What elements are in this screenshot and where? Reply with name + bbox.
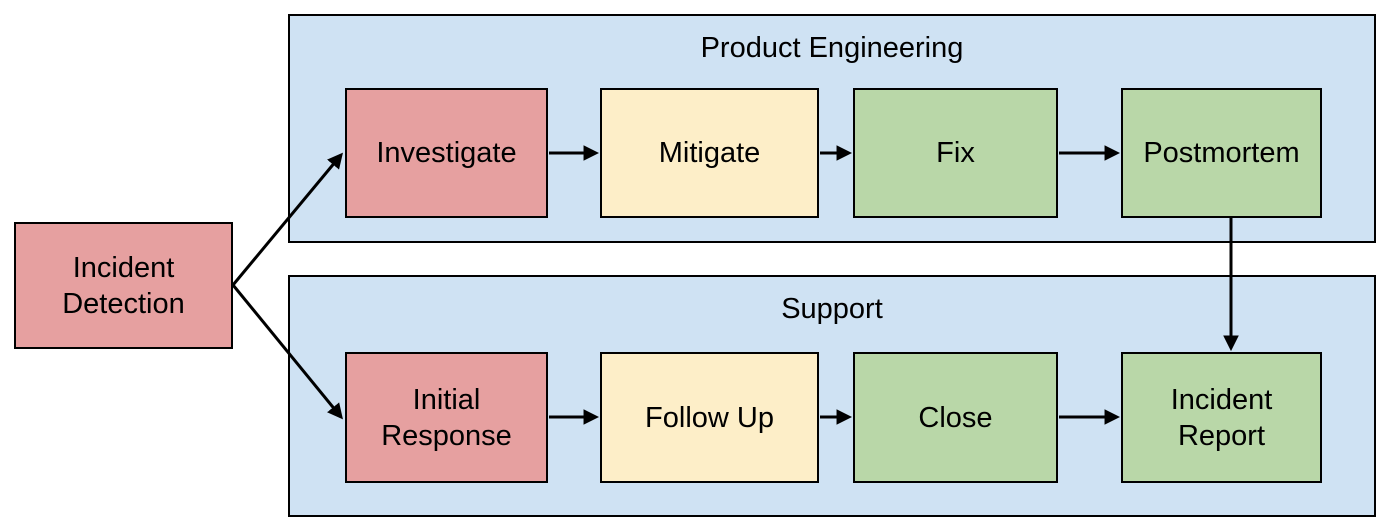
node-follow-up[interactable]: Follow Up — [600, 352, 819, 483]
node-mitigate-label: Mitigate — [658, 137, 761, 169]
swimlane-title-support: Support — [781, 293, 883, 325]
node-initial-response-label-line2: Response — [381, 419, 512, 452]
node-close-label: Close — [918, 401, 993, 434]
node-investigate-label: Investigate — [376, 137, 517, 169]
node-close[interactable]: Close — [853, 352, 1058, 483]
node-postmortem[interactable]: Postmortem — [1121, 88, 1322, 218]
node-fix-label: Fix — [936, 137, 975, 169]
node-mitigate[interactable]: Mitigate — [600, 88, 819, 218]
node-incident-report-label-line2: Report — [1177, 419, 1266, 452]
swimlane-title-product-engineering: Product Engineering — [700, 32, 964, 64]
node-initial-response-label-line1: Initial — [412, 383, 481, 416]
node-postmortem-label: Postmortem — [1143, 137, 1300, 169]
node-incident-report-label-line1: Incident — [1170, 383, 1273, 416]
node-incident-detection-label-line2: Detection — [62, 287, 185, 320]
node-incident-detection-label-line1: Incident — [72, 251, 175, 284]
node-follow-up-label: Follow Up — [645, 401, 774, 434]
node-fix[interactable]: Fix — [853, 88, 1058, 218]
node-investigate[interactable]: Investigate — [345, 88, 548, 218]
